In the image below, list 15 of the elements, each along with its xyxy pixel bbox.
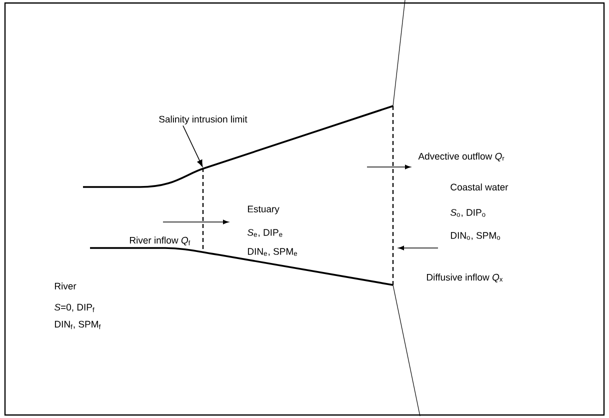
label: Diffusive inflow Q$_{x}$ — [427, 274, 503, 282]
label: Estuary — [248, 206, 280, 214]
label: River — [55, 282, 76, 290]
label: River inflow Q$_{f}$ — [130, 236, 190, 246]
label: DIN$_{o}$, SPM$_{o}$ — [451, 232, 500, 240]
label: S=0, DIP$_{f}$ — [54, 304, 94, 312]
label: DIN$_{f}$, SPM$_{f}$ — [55, 320, 101, 330]
callout-text: Salinity intrusion limit — [159, 116, 248, 124]
label: Coastal water — [450, 184, 508, 190]
leader-line — [182, 125, 203, 167]
label: S$_{e}$, DIP$_{e}$ — [247, 229, 282, 237]
salinity-limit-line — [202, 168, 204, 252]
label: DIN$_{e}$, SPM$_{e}$ — [248, 248, 298, 256]
label: S$_{o}$, DIP$_{o}$ — [450, 209, 486, 217]
label: Advective outflow Q$_{r}$ — [418, 152, 504, 162]
